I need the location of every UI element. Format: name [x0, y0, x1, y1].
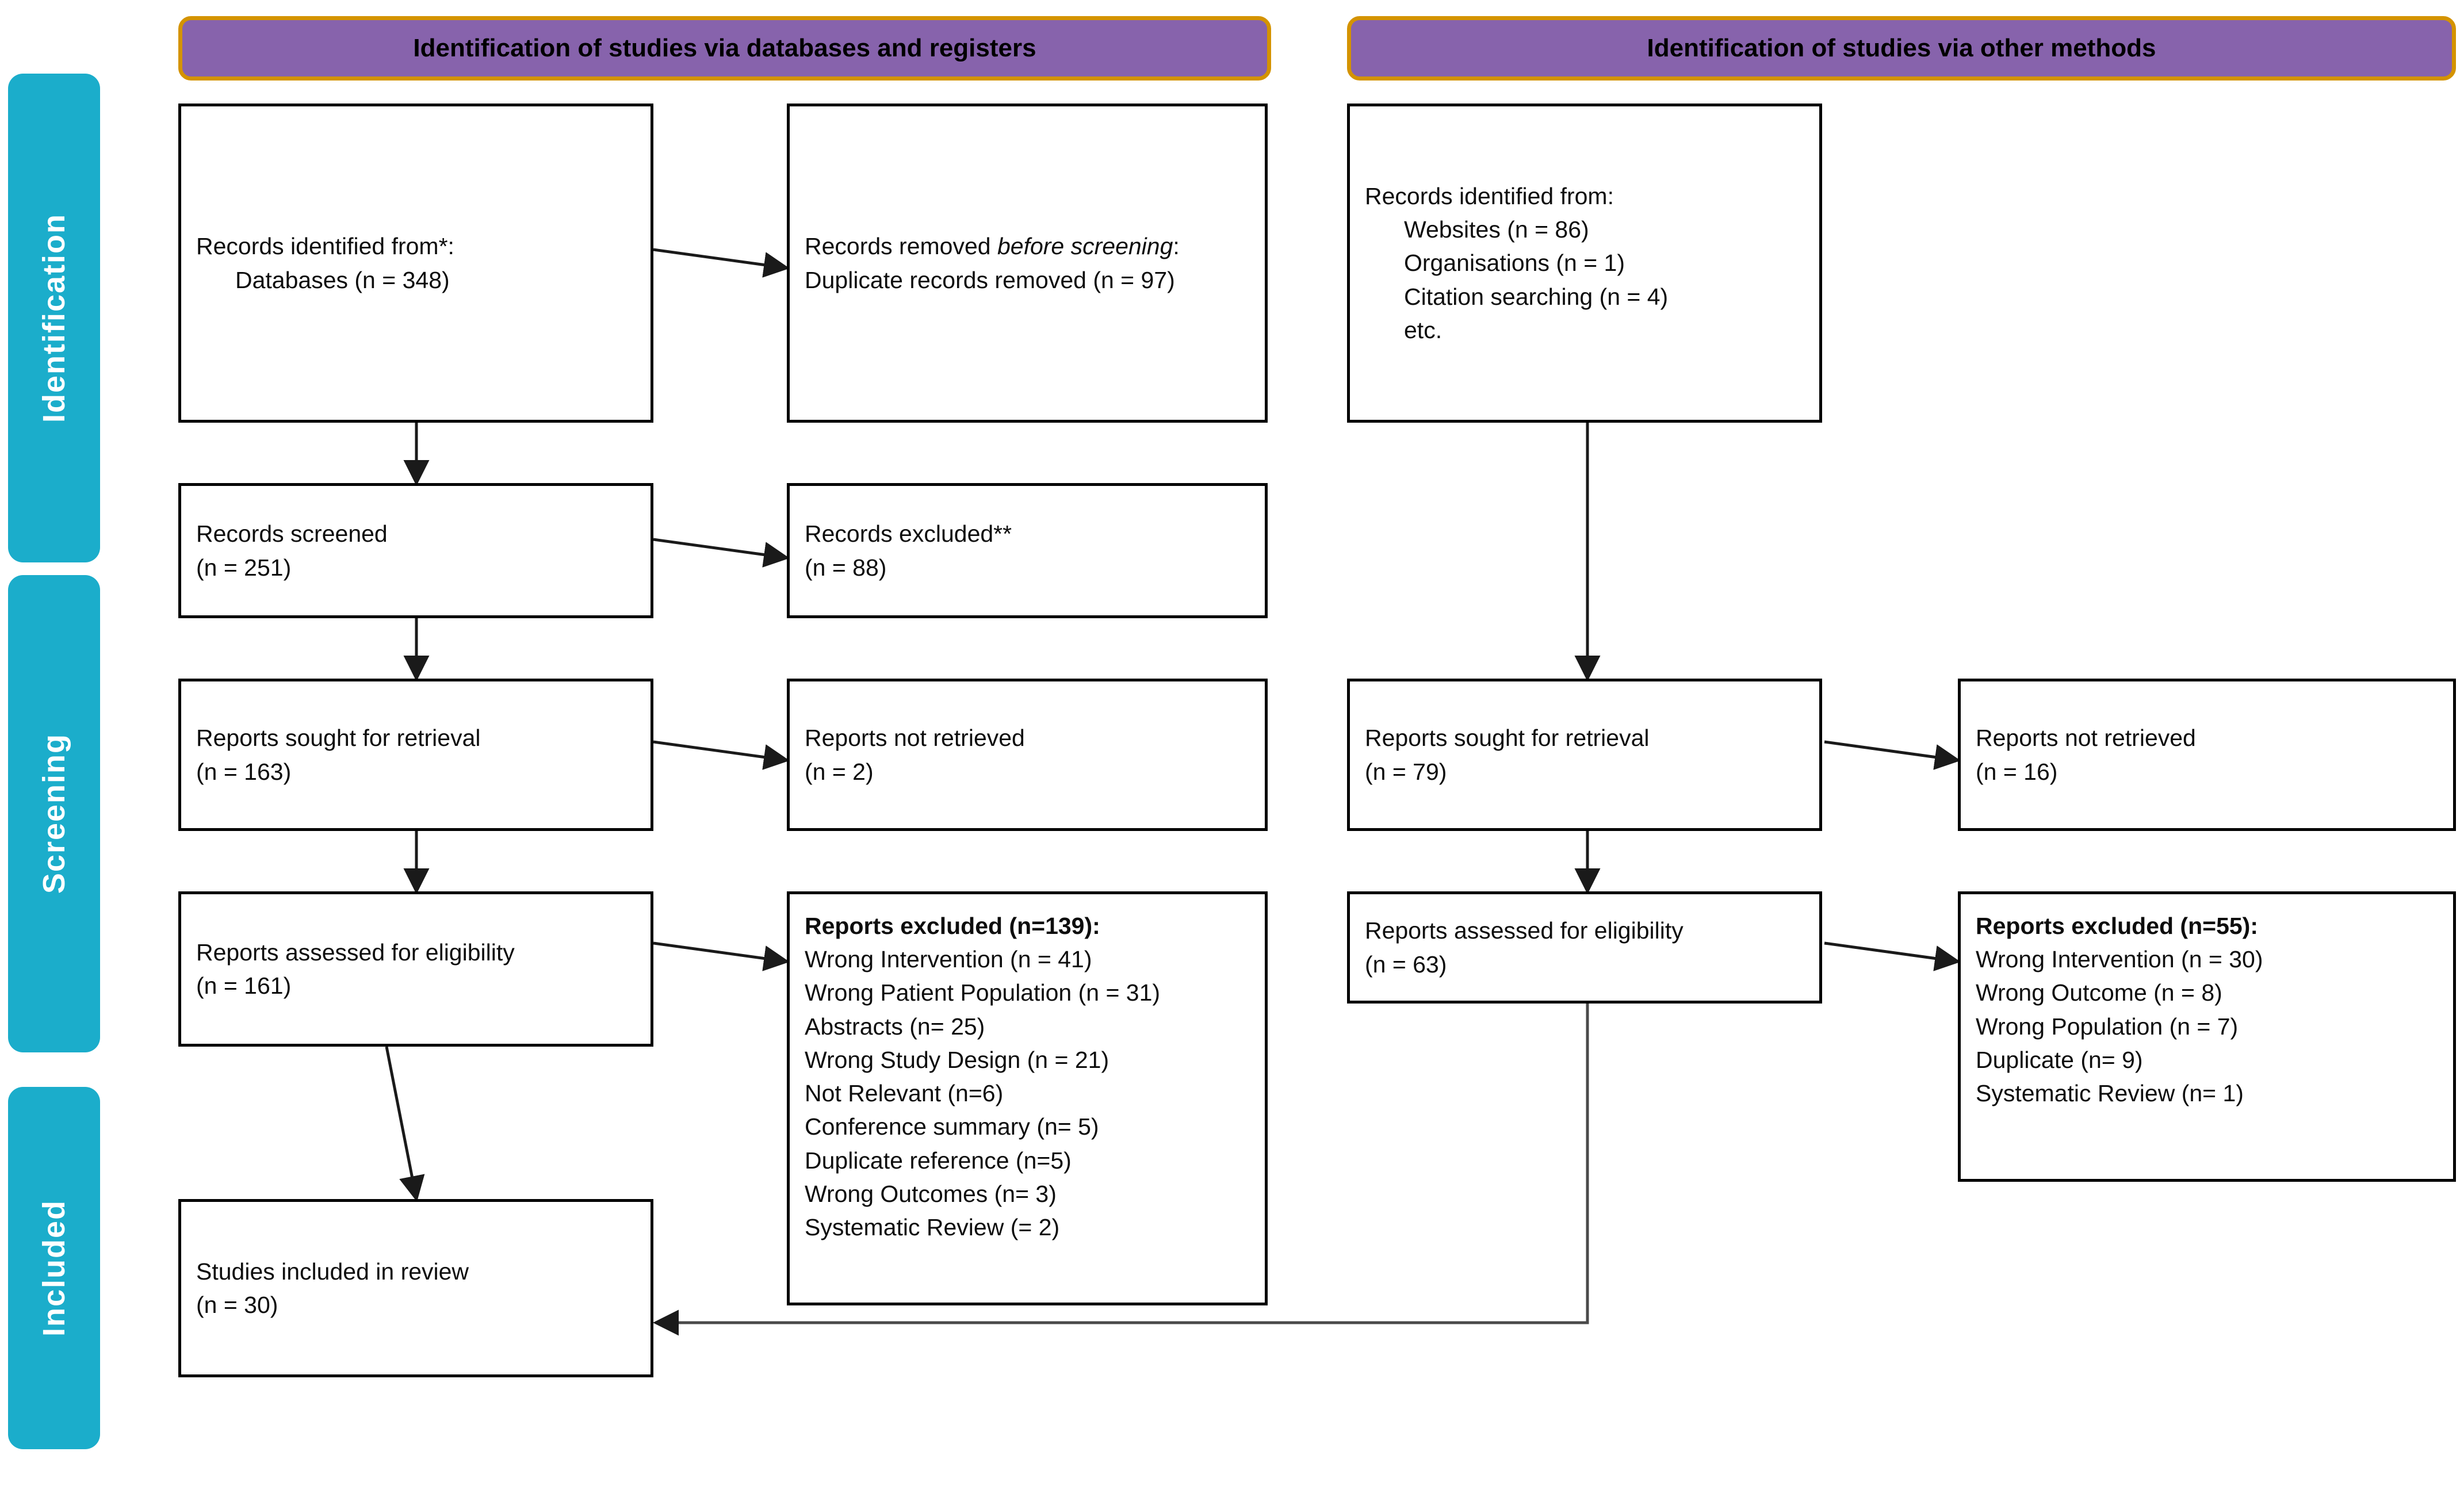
box-reports-sought-other-text: Reports sought for retrieval (n = 79)	[1365, 721, 1804, 788]
records-removed-line1-emphasis: before screening	[997, 233, 1173, 260]
box-records-removed: Records removed before screening: Duplic…	[787, 104, 1268, 423]
box-records-excluded: Records excluded** (n = 88)	[787, 483, 1268, 618]
records-screened-line2: (n = 251)	[196, 554, 292, 581]
arrow-othersought-to-notretrieved	[1824, 740, 1961, 770]
box-records-identified-text: Records identified from*: Databases (n =…	[196, 229, 636, 296]
reports-excluded-other-heading: Reports excluded (n=55):	[1976, 913, 2258, 939]
records-removed-line1: Records removed before screening:	[805, 229, 1250, 263]
arrow-assessed-to-included	[385, 1046, 425, 1202]
box-records-screened-text: Records screened (n = 251)	[196, 517, 636, 584]
box-reports-sought-other: Reports sought for retrieval (n = 79)	[1347, 679, 1822, 831]
box-reports-assessed-db: Reports assessed for eligibility (n = 16…	[178, 891, 653, 1047]
reports-excluded-db-reason: Not Relevant (n=6)	[805, 1080, 1004, 1107]
column-header-other-methods-text: Identification of studies via other meth…	[1647, 33, 2156, 62]
box-reports-not-retrieved-db-text: Reports not retrieved (n = 2)	[805, 721, 1250, 788]
studies-included-line2: (n = 30)	[196, 1292, 278, 1318]
reports-not-retrieved-other-line2: (n = 16)	[1976, 758, 2058, 785]
box-records-excluded-text: Records excluded** (n = 88)	[805, 517, 1250, 584]
records-identified-line2: Databases (n = 348)	[235, 266, 450, 293]
records-identified-other-line1: Records identified from:	[1365, 182, 1614, 209]
box-reports-excluded-other-text: Reports excluded (n=55): Wrong Intervent…	[1976, 909, 2438, 1110]
box-reports-assessed-db-text: Reports assessed for eligibility (n = 16…	[196, 936, 636, 1002]
box-reports-not-retrieved-other-text: Reports not retrieved (n = 16)	[1976, 721, 2438, 788]
box-records-identified-other: Records identified from: Websites (n = 8…	[1347, 104, 1822, 423]
reports-excluded-db-reason: Abstracts (n= 25)	[805, 1013, 985, 1040]
reports-excluded-db-reason: Systematic Review (= 2)	[805, 1213, 1060, 1240]
reports-not-retrieved-db-line1: Reports not retrieved	[805, 725, 1025, 752]
reports-excluded-db-heading: Reports excluded (n=139):	[805, 913, 1100, 939]
studies-included-line1: Studies included in review	[196, 1258, 469, 1285]
reports-excluded-other-reason: Systematic Review (n= 1)	[1976, 1080, 2244, 1107]
box-records-removed-text: Records removed before screening: Duplic…	[805, 229, 1250, 296]
reports-sought-other-line2: (n = 79)	[1365, 758, 1447, 785]
box-reports-sought-db: Reports sought for retrieval (n = 163)	[178, 679, 653, 831]
box-reports-not-retrieved-other: Reports not retrieved (n = 16)	[1958, 679, 2456, 831]
stage-bar-included: Included	[8, 1087, 100, 1449]
box-studies-included: Studies included in review (n = 30)	[178, 1199, 653, 1377]
reports-excluded-db-reason: Conference summary (n= 5)	[805, 1113, 1099, 1140]
stage-label-identification: Identification	[37, 213, 71, 423]
reports-not-retrieved-db-line2: (n = 2)	[805, 758, 874, 785]
reports-excluded-db-reason: Wrong Outcomes (n= 3)	[805, 1180, 1057, 1207]
reports-excluded-other-reason: Wrong Population (n = 7)	[1976, 1013, 2239, 1040]
reports-excluded-other-reason: Duplicate (n= 9)	[1976, 1046, 2143, 1073]
arrow-screened-to-excluded	[653, 538, 790, 568]
records-removed-line1-pre: Records removed	[805, 233, 997, 260]
reports-assessed-db-line1: Reports assessed for eligibility	[196, 939, 515, 966]
records-identified-other-line2: Websites (n = 86)	[1404, 216, 1589, 243]
column-header-databases: Identification of studies via databases …	[178, 16, 1271, 81]
box-records-identified-other-text: Records identified from: Websites (n = 8…	[1365, 179, 1804, 347]
reports-not-retrieved-other-line1: Reports not retrieved	[1976, 725, 2196, 752]
box-reports-sought-db-text: Reports sought for retrieval (n = 163)	[196, 721, 636, 788]
reports-sought-db-line1: Reports sought for retrieval	[196, 725, 481, 752]
box-studies-included-text: Studies included in review (n = 30)	[196, 1255, 636, 1322]
records-identified-other-line4: Citation searching (n = 4)	[1404, 283, 1669, 310]
records-excluded-line2: (n = 88)	[805, 554, 887, 581]
stage-bar-identification: Identification	[8, 74, 100, 562]
column-header-other-methods: Identification of studies via other meth…	[1347, 16, 2456, 81]
box-reports-not-retrieved-db: Reports not retrieved (n = 2)	[787, 679, 1268, 831]
reports-excluded-db-reason: Wrong Intervention (n = 41)	[805, 946, 1092, 973]
arrow-identified-to-removed	[653, 248, 790, 278]
stage-bar-screening: Screening	[8, 575, 100, 1052]
reports-excluded-other-reason: Wrong Outcome (n = 8)	[1976, 979, 2222, 1006]
reports-sought-db-line2: (n = 163)	[196, 758, 292, 785]
arrow-assessed-to-excluded	[653, 941, 790, 971]
records-identified-line1: Records identified from*:	[196, 233, 454, 260]
reports-sought-other-line1: Reports sought for retrieval	[1365, 725, 1650, 752]
reports-excluded-db-reason: Duplicate reference (n=5)	[805, 1147, 1072, 1174]
box-reports-excluded-db: Reports excluded (n=139): Wrong Interven…	[787, 891, 1268, 1305]
reports-assessed-other-line1: Reports assessed for eligibility	[1365, 917, 1684, 944]
arrow-sought-to-notretrieved	[653, 740, 790, 770]
stage-label-included: Included	[37, 1199, 71, 1336]
arrow-otherassessed-to-excluded	[1824, 941, 1961, 971]
reports-excluded-db-reason: Wrong Patient Population (n = 31)	[805, 979, 1161, 1006]
records-removed-line2: Duplicate records removed (n = 97)	[805, 266, 1175, 293]
records-screened-line1: Records screened	[196, 520, 388, 547]
box-reports-excluded-db-text: Reports excluded (n=139): Wrong Interven…	[805, 909, 1250, 1244]
box-reports-assessed-other-text: Reports assessed for eligibility (n = 63…	[1365, 914, 1804, 981]
records-identified-other-line5: etc.	[1404, 316, 1443, 343]
stage-label-screening: Screening	[37, 733, 71, 894]
reports-assessed-db-line2: (n = 161)	[196, 972, 292, 999]
box-reports-assessed-other: Reports assessed for eligibility (n = 63…	[1347, 891, 1822, 1004]
records-identified-other-line3: Organisations (n = 1)	[1404, 250, 1625, 277]
box-records-screened: Records screened (n = 251)	[178, 483, 653, 618]
reports-assessed-other-line2: (n = 63)	[1365, 951, 1447, 978]
reports-excluded-db-reason: Wrong Study Design (n = 21)	[805, 1046, 1109, 1073]
box-reports-excluded-other: Reports excluded (n=55): Wrong Intervent…	[1958, 891, 2456, 1182]
reports-excluded-other-reason: Wrong Intervention (n = 30)	[1976, 946, 2263, 973]
column-header-databases-text: Identification of studies via databases …	[413, 33, 1036, 62]
box-records-identified: Records identified from*: Databases (n =…	[178, 104, 653, 423]
records-excluded-line1: Records excluded**	[805, 520, 1012, 547]
records-removed-line1-post: :	[1173, 233, 1180, 260]
